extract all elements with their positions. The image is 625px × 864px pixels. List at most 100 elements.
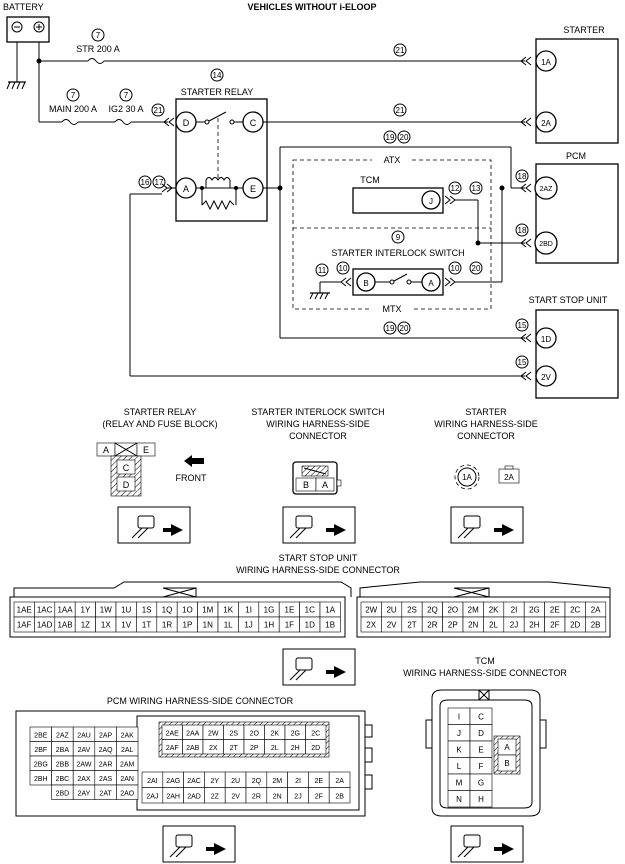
pin-label: L [457, 762, 462, 771]
pin-label: 1X [101, 621, 111, 630]
interlock-cell-b: B [303, 480, 309, 490]
pin-label: 2AX [77, 776, 91, 783]
interlock-conn-title-1: STARTER INTERLOCK SWITCH [251, 407, 384, 417]
wire-ref: 12 [451, 184, 460, 193]
pin-label: 1V [121, 621, 131, 630]
pin-label: 2N [273, 793, 282, 800]
pin-label: 1N [203, 621, 213, 630]
pin-label: 2C [311, 730, 320, 737]
pin-label: 1T [142, 621, 151, 630]
wire-ref: 10 [339, 264, 348, 273]
starter-conn-title-3: CONNECTOR [457, 431, 515, 441]
wire-ref: 14 [213, 71, 222, 80]
wire-ref: 21 [154, 106, 163, 115]
connector-view-icon [117, 506, 191, 544]
fuse-ref-ig2: 7 [124, 91, 129, 100]
pin-label: 2AU [77, 732, 91, 739]
pin-label: 2AH [166, 793, 180, 800]
page-title: VEHICLES WITHOUT i-ELOOP [247, 2, 376, 12]
pin-label: H [478, 795, 484, 804]
pcm-label: PCM [566, 151, 586, 161]
pin-label: A [504, 743, 510, 752]
wire-ref: 20 [400, 133, 409, 142]
pin-label: 1U [121, 606, 131, 615]
wire-ref: 15 [518, 321, 527, 330]
ssu-label: START STOP UNIT [529, 295, 608, 305]
ssu-conn-title-2: WIRING HARNESS-SIDE CONNECTOR [236, 565, 400, 575]
pin-label: 2AZ [56, 732, 70, 739]
pin-label: 2S [407, 606, 417, 615]
pin-label: 2D [570, 621, 580, 630]
wire-ref: 19 [386, 133, 395, 142]
pin-label: 2P [250, 745, 259, 752]
pin-label: 2F [315, 793, 323, 800]
pin-label: 2P [448, 621, 458, 630]
pin-label: 1AD [37, 621, 53, 630]
starter-cell-1a: 1A [462, 473, 472, 482]
pin-label: 2AP [99, 732, 113, 739]
pin-label: 1R [162, 621, 172, 630]
pin-label: 2AM [120, 761, 135, 768]
pin-label: 1O [182, 606, 193, 615]
interlock-connector [292, 461, 342, 495]
pin-label: 1AA [57, 606, 73, 615]
wire-ref: 21 [396, 106, 405, 115]
pin-label: 2AL [121, 747, 134, 754]
pin-label: 2BG [34, 761, 48, 768]
pin-label: 1AF [17, 621, 32, 630]
pin-label: 2C [570, 606, 580, 615]
pin-label: 2R [427, 621, 437, 630]
pin-label: 2AA [186, 730, 200, 737]
battery-label: BATTERY [3, 2, 44, 12]
pin-label: 1B [325, 621, 335, 630]
pin-label: 1C [305, 606, 315, 615]
pin-label: 2U [231, 778, 240, 785]
tcm-pin-j: J [429, 197, 433, 206]
front-label: FRONT [176, 473, 207, 483]
ssu-pin-2v: 2V [541, 373, 551, 382]
pin-label: 1F [285, 621, 294, 630]
pcm-pin-2az: 2AZ [540, 186, 554, 193]
pin-label: 2Y [211, 778, 220, 785]
pcm-conn-title: PCM WIRING HARNESS-SIDE CONNECTOR [107, 696, 294, 706]
pin-label: J [457, 729, 461, 738]
interlock-pin-a: A [428, 279, 434, 288]
connector-view-icon [282, 506, 356, 544]
pin-label: 2W [208, 730, 219, 737]
fuse-str-label: STR 200 A [76, 44, 120, 54]
pin-label: 2U [386, 606, 396, 615]
wire-ref: 21 [396, 46, 405, 55]
pin-label: 1P [183, 621, 193, 630]
tcm-label: TCM [360, 175, 380, 185]
pin-label: F [479, 762, 484, 771]
pin-label: D [478, 729, 484, 738]
pin-label: 2AF [166, 745, 179, 752]
pin-label: 2M [272, 778, 282, 785]
interlock-conn-title-3: CONNECTOR [289, 431, 347, 441]
pin-label: 2Q [252, 778, 262, 785]
wire-ref: 19 [386, 324, 395, 333]
pin-label: 2S [229, 730, 238, 737]
pin-label: 2H [529, 621, 539, 630]
pin-label: 1M [202, 606, 213, 615]
relay-conn-title-1: STARTER RELAY [124, 407, 197, 417]
pin-label: 1J [244, 621, 252, 630]
pin-label: 2BB [56, 761, 70, 768]
pin-label: 2Q [427, 606, 438, 615]
pin-label: 1K [223, 606, 233, 615]
connector-view-icon [282, 648, 356, 686]
pin-label: 2BE [34, 732, 48, 739]
ssu-right-housing [359, 581, 611, 597]
pin-label: 1S [142, 606, 152, 615]
pin-label: 2V [231, 793, 240, 800]
wire-ref: 20 [472, 264, 481, 273]
pin-label: 1Z [81, 621, 90, 630]
pin-label: 2AB [186, 745, 200, 752]
pin-label: 1AC [37, 606, 53, 615]
pin-label: 1I [245, 606, 252, 615]
wire-ref: 13 [472, 184, 481, 193]
pin-label: 2O [250, 730, 260, 737]
pin-label: 2E [550, 606, 560, 615]
pin-label: 2D [311, 745, 320, 752]
